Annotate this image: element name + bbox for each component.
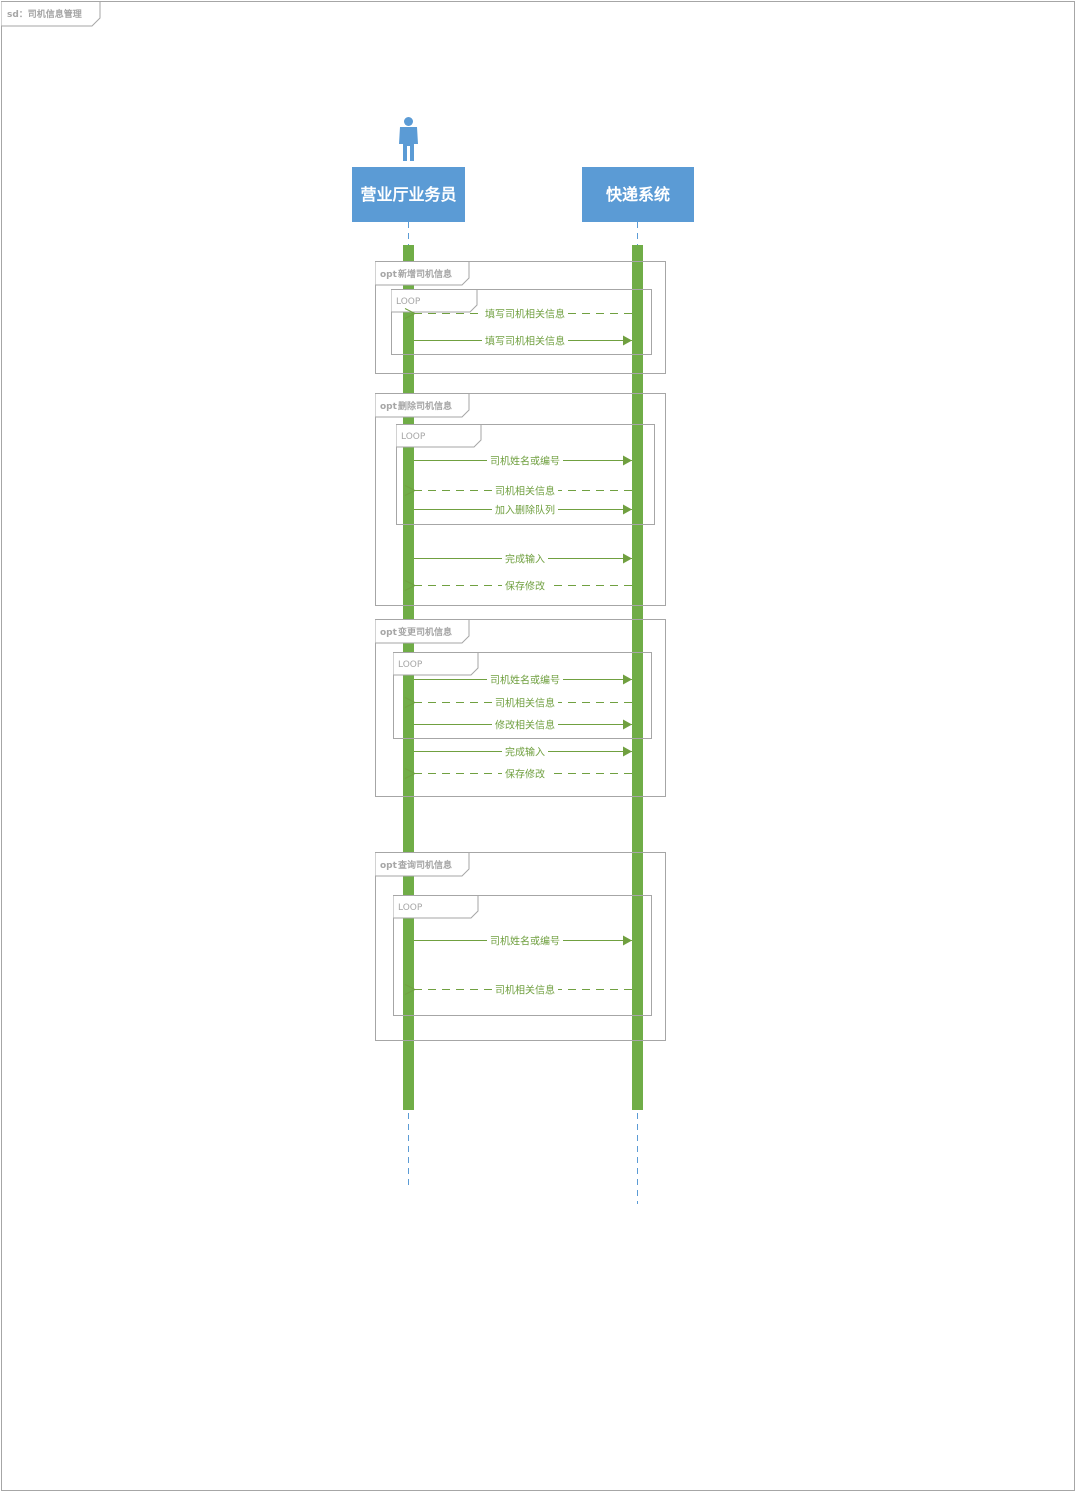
- call-message: 完成输入: [414, 551, 632, 566]
- opt-frame: [375, 393, 666, 606]
- message-label-bg: [502, 766, 548, 780]
- call-message: 司机姓名或编号: [414, 933, 632, 948]
- loop-tab: [393, 895, 479, 919]
- return-message: 司机相关信息: [415, 695, 632, 710]
- opt-operator: opt: [380, 861, 398, 871]
- call-message: 填写司机相关信息: [414, 333, 632, 348]
- message-label: 司机相关信息: [495, 485, 555, 498]
- message-label: 修改相关信息: [495, 719, 555, 732]
- message-label: 司机姓名或编号: [490, 935, 560, 948]
- opt-operator: opt: [380, 628, 398, 638]
- message-label-bg: [482, 333, 568, 347]
- actor-icon: [399, 117, 418, 161]
- opt-operator: opt: [380, 402, 398, 412]
- message-label-bg: [482, 306, 568, 320]
- message-label-bg: [502, 744, 548, 758]
- opt-frame: [375, 619, 666, 797]
- opt-operator: opt: [380, 270, 398, 280]
- loop-tab: [393, 652, 479, 676]
- return-message: 填写司机相关信息: [415, 306, 632, 321]
- opt-frame: [375, 852, 666, 1041]
- call-message: 修改相关信息: [414, 717, 632, 732]
- opt-guard: 新增司机信息: [398, 268, 452, 280]
- loop-frame: [391, 289, 652, 355]
- return-message: 司机相关信息: [415, 982, 632, 997]
- sd-frame-tag: sd：司机信息管理: [1, 1, 101, 27]
- opt-tab: [375, 619, 470, 644]
- return-message: 保存修改: [415, 578, 632, 593]
- lifeline-header-system[interactable]: 快递系统: [582, 167, 694, 222]
- loop-frame: [393, 652, 652, 739]
- opt-guard: 删除司机信息: [398, 400, 452, 412]
- opt-guard: 变更司机信息: [398, 626, 452, 638]
- opt-frame: [375, 261, 666, 374]
- message-label-bg: [492, 483, 558, 497]
- message-label: 司机相关信息: [495, 697, 555, 710]
- message-label: 填写司机相关信息: [485, 335, 565, 348]
- lifeline-title-system: 快递系统: [606, 185, 670, 204]
- message-label-bg: [492, 982, 558, 996]
- lifeline-title-clerk: 营业厅业务员: [360, 185, 456, 204]
- message-label-bg: [492, 717, 558, 731]
- message-label-bg: [502, 578, 548, 592]
- return-message: 司机相关信息: [415, 483, 632, 498]
- message-label-bg: [487, 453, 563, 467]
- activation-bar-system: [632, 245, 643, 1110]
- loop-label: LOOP: [401, 432, 426, 442]
- call-message: 加入删除队列: [414, 502, 632, 517]
- sd-frame-label: sd：司机信息管理: [7, 8, 82, 20]
- activation-bar-clerk: [403, 245, 414, 1110]
- message-label-bg: [487, 672, 563, 686]
- message-label: 司机相关信息: [495, 984, 555, 997]
- message-label: 保存修改: [505, 580, 545, 593]
- opt-tab: [375, 261, 470, 286]
- message-label: 填写司机相关信息: [485, 308, 565, 321]
- loop-frame: [396, 424, 655, 525]
- loop-frame: [393, 895, 652, 1016]
- message-label: 司机姓名或编号: [490, 674, 560, 687]
- opt-tab: [375, 852, 470, 877]
- call-message: 司机姓名或编号: [414, 672, 632, 687]
- loop-label: LOOP: [398, 660, 423, 670]
- message-label: 保存修改: [505, 768, 545, 781]
- message-label-bg: [492, 695, 558, 709]
- message-label-bg: [502, 551, 548, 565]
- call-message: 司机姓名或编号: [414, 453, 632, 468]
- loop-label: LOOP: [396, 297, 421, 307]
- message-label-bg: [492, 502, 558, 516]
- opt-tab: [375, 393, 470, 418]
- message-label: 加入删除队列: [495, 504, 555, 517]
- loop-label: LOOP: [398, 903, 423, 913]
- message-label: 司机姓名或编号: [490, 455, 560, 468]
- opt-guard: 查询司机信息: [397, 859, 452, 871]
- call-message: 完成输入: [414, 744, 632, 759]
- loop-tab: [396, 424, 482, 448]
- lifeline-header-clerk[interactable]: 营业厅业务员: [352, 167, 465, 222]
- return-message: 保存修改: [415, 766, 632, 781]
- loop-tab: [391, 289, 478, 313]
- message-label-bg: [487, 933, 563, 947]
- message-label: 完成输入: [505, 553, 545, 566]
- message-label: 完成输入: [505, 746, 545, 759]
